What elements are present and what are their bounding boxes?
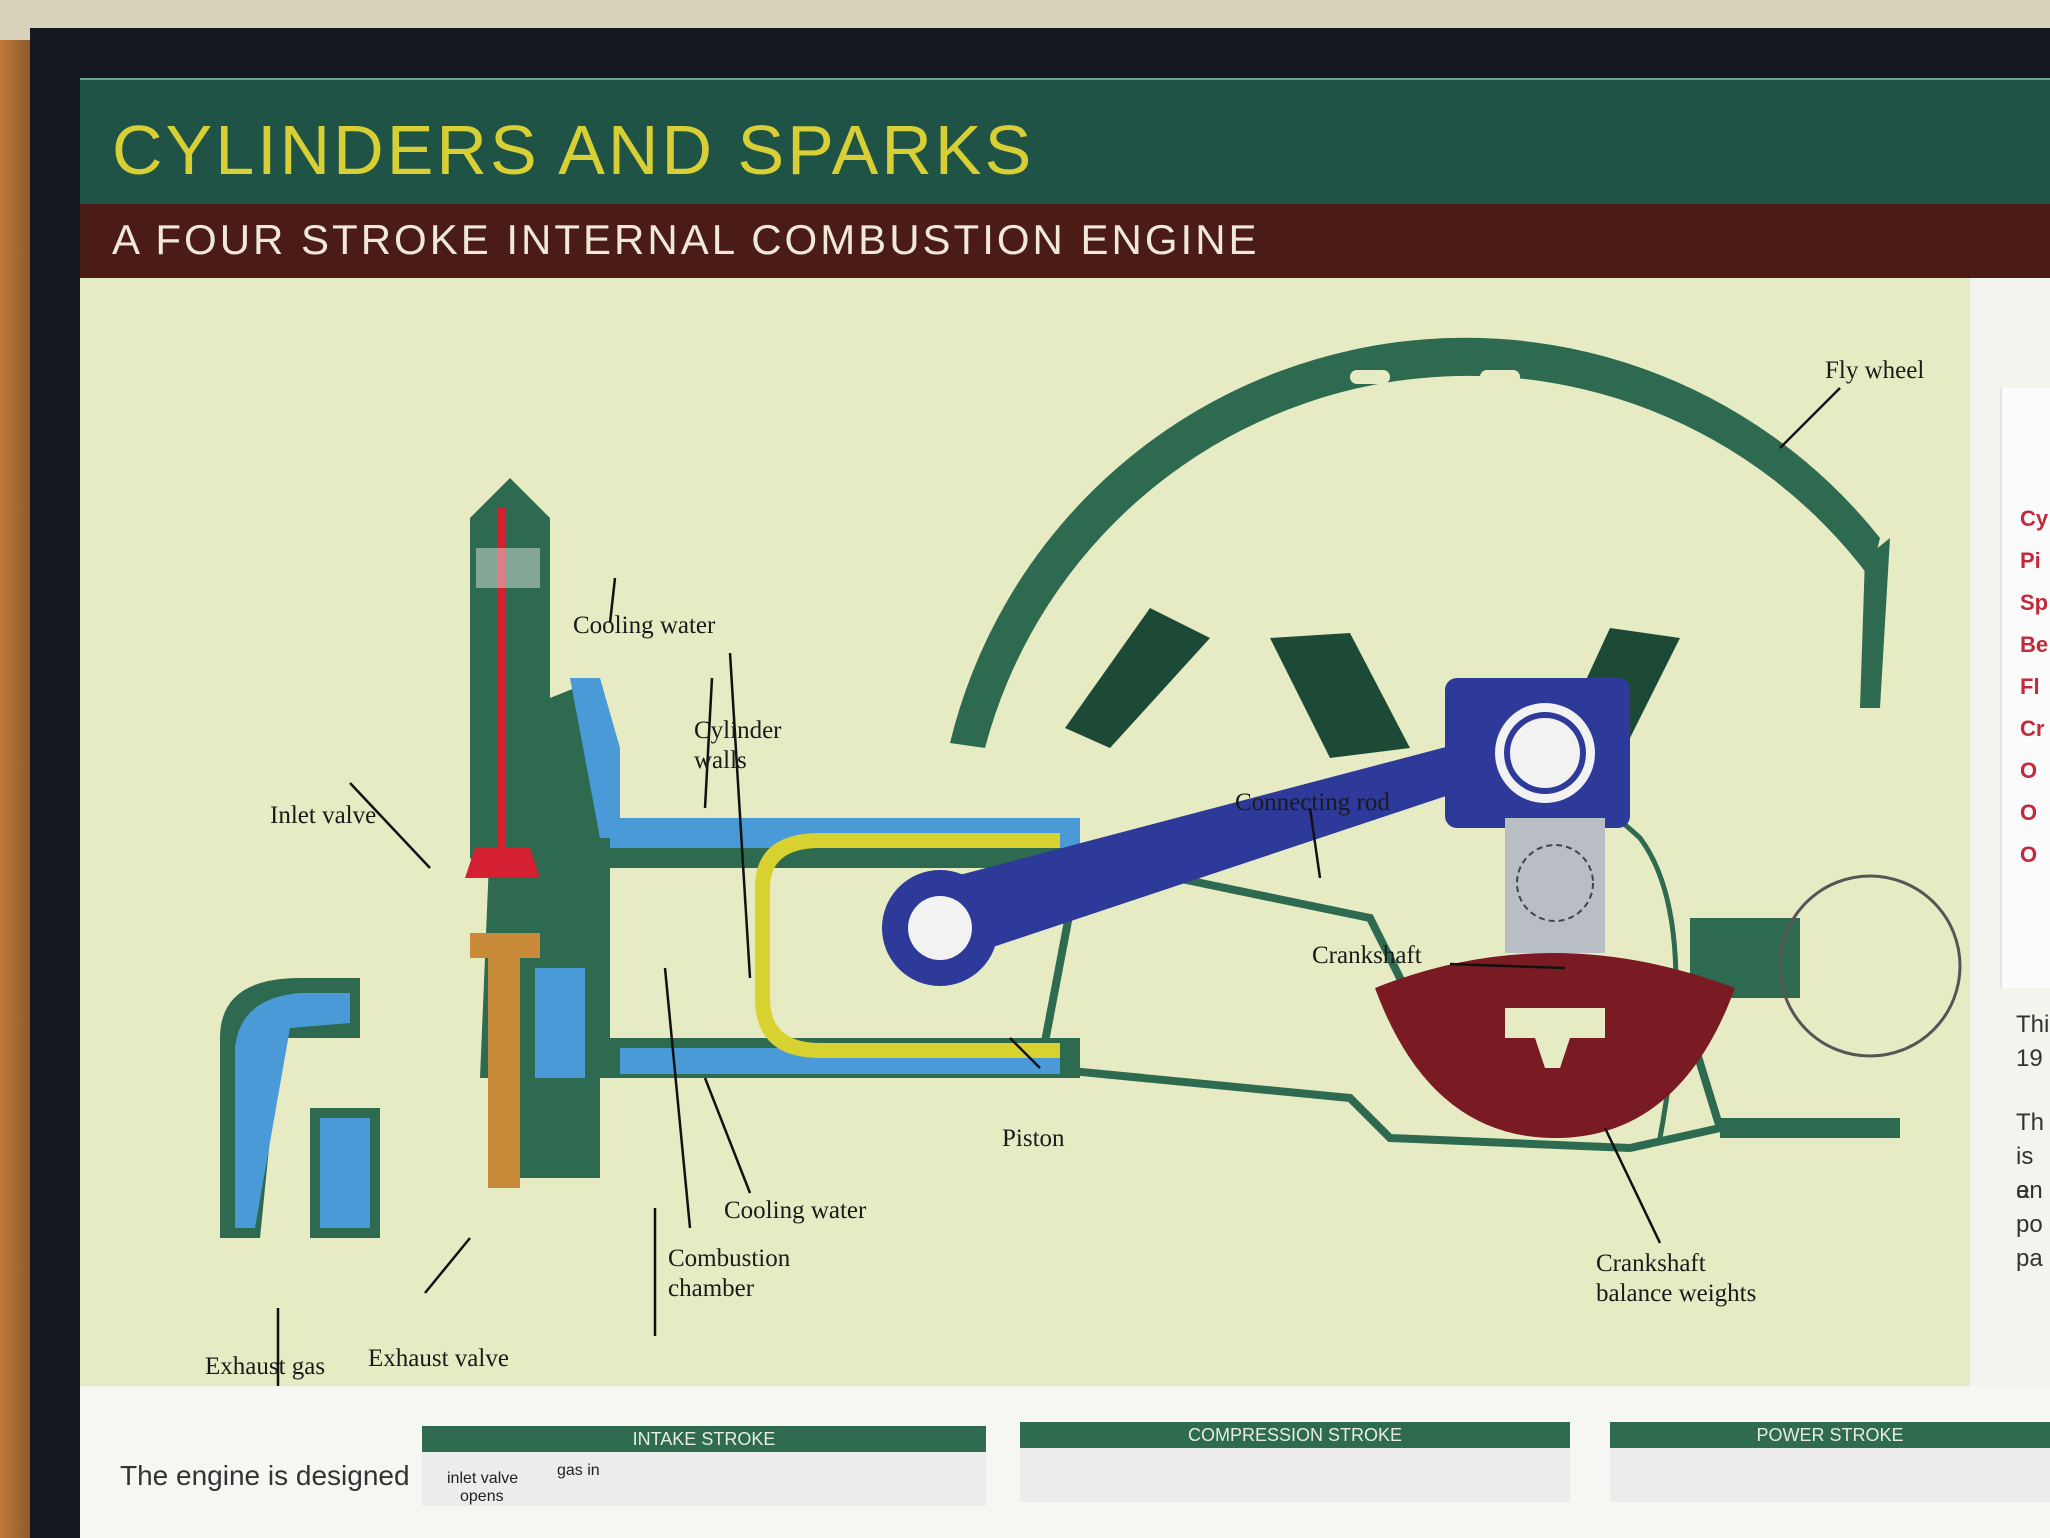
engine-intro-text: The engine is designed bbox=[120, 1460, 410, 1491]
side-item: Fl bbox=[2020, 674, 2040, 699]
label-fly-wheel: Fly wheel bbox=[1825, 357, 1924, 384]
power-stroke-panel: POWER STROKE bbox=[1610, 1422, 2050, 1502]
bottom-section: The engine is designed INTAKE STROKE inl… bbox=[80, 1386, 2050, 1538]
side-item: Cy bbox=[2020, 506, 2049, 531]
label-connecting-rod: Connecting rod bbox=[1235, 789, 1390, 816]
side-text: is a bbox=[2016, 1143, 2034, 1204]
board-subtitle: A FOUR STROKE INTERNAL COMBUSTION ENGINE bbox=[112, 216, 1260, 263]
side-text: Th bbox=[2016, 1109, 2045, 1136]
crankshaft bbox=[1505, 818, 1605, 953]
side-text: pa bbox=[2016, 1245, 2043, 1272]
side-item: O bbox=[2020, 800, 2038, 825]
label-inlet-valve: Inlet valve bbox=[270, 802, 376, 829]
crankshaft-balance-weights bbox=[1375, 953, 1735, 1138]
inlet-valve bbox=[465, 478, 550, 878]
side-text: 19 bbox=[2016, 1045, 2043, 1072]
label-cylinder-walls-1: Cylinder bbox=[694, 717, 782, 744]
label-crankshaft: Crankshaft bbox=[1312, 942, 1422, 969]
side-item: O bbox=[2020, 758, 2038, 783]
label-piston: Piston bbox=[1002, 1125, 1065, 1152]
power-stroke-heading: POWER STROKE bbox=[1610, 1422, 2050, 1448]
side-item: Cr bbox=[2020, 716, 2045, 741]
title-bar: CYLINDERS AND SPARKS bbox=[80, 78, 2050, 206]
compression-stroke-heading: COMPRESSION STROKE bbox=[1020, 1422, 1570, 1448]
side-item: Pi bbox=[2020, 548, 2041, 573]
label-crankshaft-balance-2: balance weights bbox=[1596, 1280, 1756, 1307]
label-cylinder-walls-2: walls bbox=[694, 747, 747, 774]
intake-stroke-heading: INTAKE STROKE bbox=[422, 1426, 986, 1452]
board-title: CYLINDERS AND SPARKS bbox=[112, 111, 1035, 189]
flywheel bbox=[950, 337, 1890, 998]
exhaust-valve bbox=[470, 933, 585, 1188]
side-text: po bbox=[2016, 1211, 2043, 1238]
label-exhaust-valve: Exhaust valve bbox=[368, 1345, 509, 1372]
intake-stroke-panel: INTAKE STROKE inlet valve opens gas in bbox=[422, 1426, 986, 1506]
piston bbox=[755, 833, 1060, 1058]
label-exhaust-gas: Exhaust gas bbox=[205, 1353, 325, 1380]
label-crankshaft-balance-1: Crankshaft bbox=[1596, 1250, 1706, 1277]
intake-opens-label: opens bbox=[460, 1488, 504, 1505]
engine-diagram: Fly wheel Cooling water Cylinder walls I… bbox=[205, 337, 1962, 1386]
connecting-rod bbox=[882, 678, 1630, 986]
info-board: CYLINDERS AND SPARKS A FOUR STROKE INTER… bbox=[80, 78, 2050, 1538]
side-panel bbox=[2000, 388, 2050, 988]
side-text: en bbox=[2016, 1177, 2043, 1204]
subtitle-bar: A FOUR STROKE INTERNAL COMBUSTION ENGINE bbox=[80, 204, 2050, 278]
intake-inlet-label: inlet valve bbox=[447, 1470, 519, 1487]
compression-stroke-panel: COMPRESSION STROKE bbox=[1020, 1422, 1570, 1502]
side-item: Be bbox=[2020, 632, 2049, 657]
label-combustion-chamber-1: Combustion bbox=[668, 1245, 791, 1272]
leader-lines bbox=[276, 387, 1841, 1386]
label-combustion-chamber-2: chamber bbox=[668, 1275, 755, 1302]
label-cooling-water-bottom: Cooling water bbox=[724, 1197, 867, 1224]
side-item: O bbox=[2020, 842, 2038, 867]
intake-gas-label: gas in bbox=[557, 1462, 600, 1479]
side-text: Thi bbox=[2016, 1011, 2050, 1038]
label-cooling-water-top: Cooling water bbox=[573, 612, 716, 639]
side-item: Sp bbox=[2020, 590, 2049, 615]
